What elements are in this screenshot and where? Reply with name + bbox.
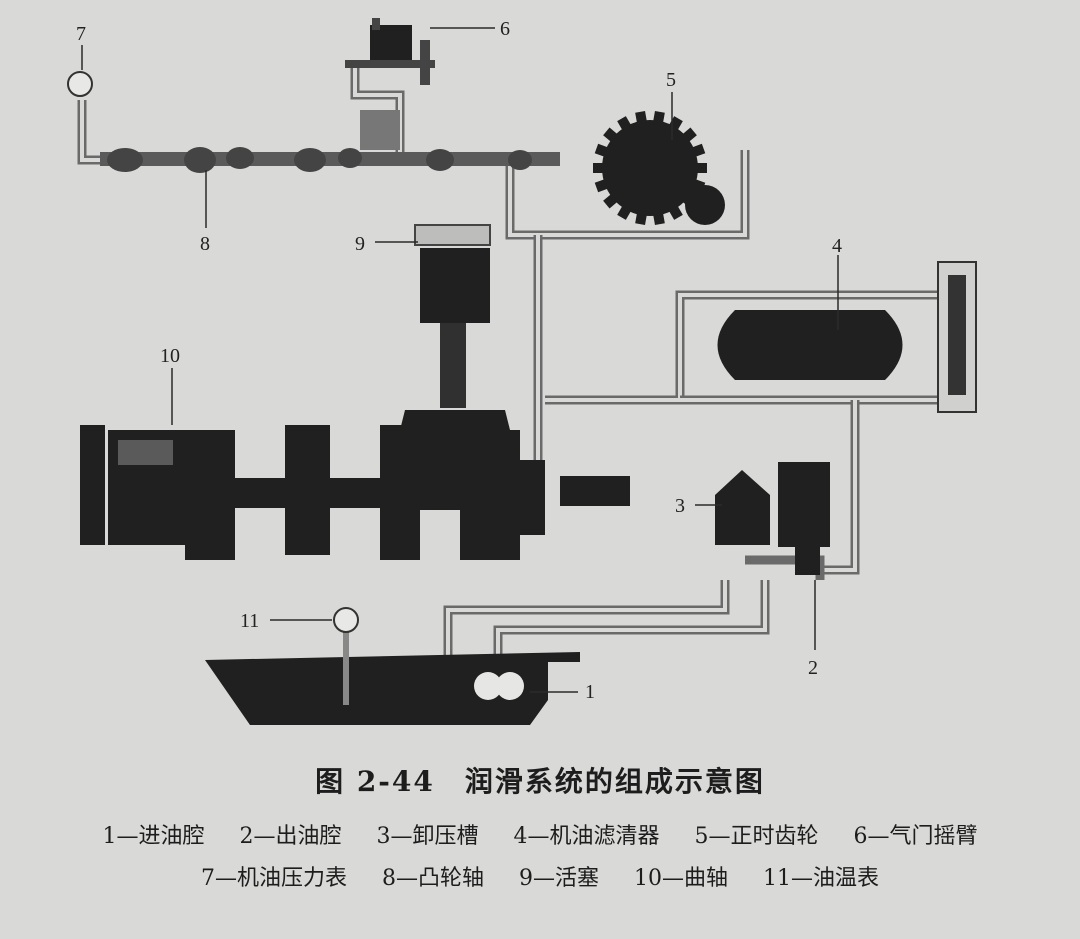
- legend-item: 4—机油滤清器: [513, 824, 660, 849]
- oil-pipes: [77, 65, 945, 660]
- leader-lines: [81, 27, 839, 693]
- legend-item: 11—油温表: [763, 866, 879, 891]
- gear-tooth: [669, 206, 683, 220]
- callout-11: 11: [240, 610, 259, 632]
- gear-tooth: [635, 110, 647, 123]
- gear-tooth: [697, 163, 707, 173]
- oil-pump: [715, 462, 830, 575]
- callout-9: 9: [355, 233, 365, 255]
- legend-item: 10—曲轴: [634, 866, 728, 891]
- callout-10: 10: [160, 345, 180, 367]
- lubrication-system-diagram: 1 2 3 4 5 6 7 8 9 10 11: [67, 18, 977, 725]
- callout-numbers: 1 2 3 4 5 6 7 8 9 10 11: [76, 18, 842, 703]
- gear-tooth: [682, 127, 697, 142]
- crankshaft: [80, 425, 630, 560]
- oil-sump: [205, 652, 580, 725]
- callout-6: 6: [500, 18, 510, 40]
- gear-tooth: [635, 213, 647, 226]
- legend-item: 3—卸压槽: [376, 824, 479, 849]
- legend-line-1: 1—进油腔 2—出油腔 3—卸压槽 4—机油滤清器 5—正时齿轮 6—气门摇臂: [0, 818, 1080, 850]
- gear-tooth: [603, 194, 618, 209]
- legend-item: 2—出油腔: [239, 824, 342, 849]
- legend-item: 1—进油腔: [102, 824, 205, 849]
- legend-item: 9—活塞: [519, 866, 599, 891]
- callout-1: 1: [585, 681, 595, 703]
- gear-tooth: [593, 163, 603, 173]
- figure-title: 图 2-44 润滑系统的组成示意图: [315, 765, 765, 798]
- oil-temperature-gauge: [333, 607, 359, 705]
- oil-pressure-gauge: [67, 71, 93, 97]
- camshaft: [100, 147, 560, 173]
- gear-tooth: [594, 179, 608, 193]
- gear-tooth: [594, 143, 608, 157]
- timing-gears: [593, 110, 725, 226]
- gear-tooth: [653, 110, 665, 123]
- legend-item: 7—机油压力表: [201, 866, 347, 891]
- gear-tooth: [603, 127, 618, 142]
- legend-item: 6—气门摇臂: [853, 824, 978, 849]
- oil-filter: [717, 261, 977, 413]
- gear-tooth: [617, 206, 631, 220]
- legend-item: 8—凸轮轴: [382, 866, 484, 891]
- gear-tooth: [692, 143, 706, 157]
- callout-5: 5: [666, 69, 676, 91]
- callout-3: 3: [675, 495, 685, 517]
- callout-4: 4: [832, 235, 842, 257]
- callout-7: 7: [76, 23, 86, 45]
- legend-line-2: 7—机油压力表 8—凸轮轴 9—活塞 10—曲轴 11—油温表: [0, 860, 1080, 892]
- callout-8: 8: [200, 233, 210, 255]
- legend-item: 5—正时齿轮: [694, 824, 819, 849]
- callout-2: 2: [808, 657, 818, 679]
- gear-tooth: [617, 116, 631, 130]
- gear-tooth: [653, 213, 665, 226]
- valve-rocker-arm: [345, 18, 435, 150]
